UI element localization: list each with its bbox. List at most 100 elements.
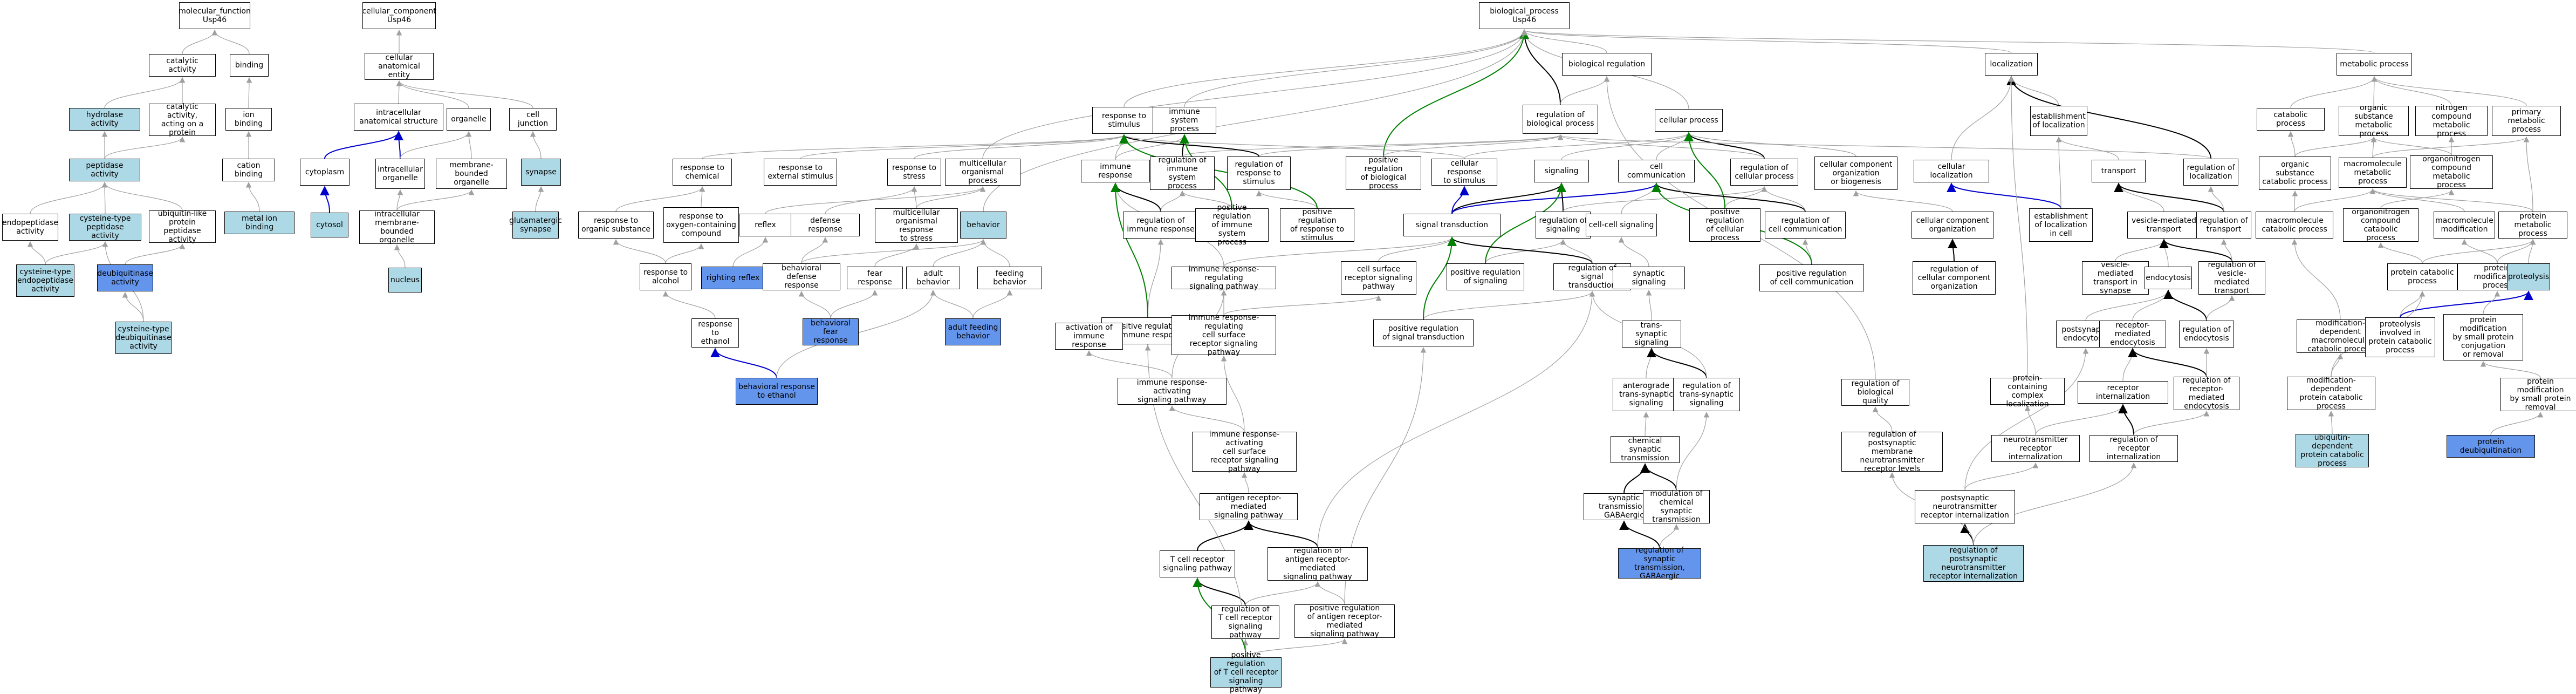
go-term-node-csrsp[interactable]: cell surface receptor signaling pathway [1341, 261, 1416, 295]
go-term-node-roc[interactable]: response to organic substance [578, 212, 654, 239]
go-term-node-catprot[interactable]: catalytic activity, acting on a protein [149, 103, 216, 137]
go-term-node-pep[interactable]: peptidase activity [69, 159, 140, 181]
go-term-node-endo[interactable]: endopeptidase activity [2, 214, 58, 241]
go-term-node-nuc[interactable]: nucleus [388, 268, 422, 292]
go-term-node-rir[interactable]: regulation of immune response [1123, 212, 1198, 239]
go-term-node-hyd[interactable]: hydrolase activity [69, 108, 140, 131]
go-term-node-occp[interactable]: organonitrogen compound catabolic proces… [2343, 208, 2419, 242]
go-term-node-rtransp[interactable]: regulation of transport [2196, 212, 2251, 239]
go-term-node-ncmp[interactable]: nitrogen compound metabolic process [2415, 104, 2488, 138]
go-term-node-metal[interactable]: metal ion binding [224, 212, 294, 234]
go-term-node-pccl[interactable]: protein-containing complex localization [1990, 374, 2065, 409]
go-term-node-cytosol[interactable]: cytosol [311, 213, 348, 237]
go-term-node-rext[interactable]: response to external stimulus [764, 159, 837, 186]
go-term-node-rrs[interactable]: regulation of response to stimulus [1227, 157, 1291, 190]
go-term-node-ppnri[interactable]: postsynaptic neurotransmitter receptor i… [1915, 490, 2015, 523]
go-term-node-adultb[interactable]: adult behavior [906, 267, 960, 289]
go-term-node-actir[interactable]: activation of immune response [1055, 323, 1123, 350]
go-term-node-ionb[interactable]: ion binding [225, 108, 272, 131]
go-term-node-rvmt[interactable]: regulation of vesicle-mediated transport [2198, 261, 2265, 295]
go-term-node-local[interactable]: localization [1985, 53, 2038, 76]
go-term-node-prst[interactable]: positive regulation of signal transducti… [1373, 319, 1474, 346]
go-term-node-behav[interactable]: behavior [960, 212, 1006, 239]
go-term-node-bp[interactable]: biological_process Usp46 [1479, 2, 1570, 29]
go-term-node-rcp[interactable]: regulation of cellular process [1730, 159, 1798, 186]
go-term-node-fear[interactable]: fear response [847, 267, 903, 289]
go-term-node-vmt[interactable]: vesicle-mediated transport [2127, 212, 2201, 239]
go-term-node-prbp[interactable]: positive regulation of biological proces… [1346, 156, 1421, 190]
go-term-node-cco[interactable]: cellular component organization [1912, 212, 1993, 239]
go-term-node-iracs[interactable]: immune response-activating cell surface … [1192, 430, 1297, 473]
go-term-node-prsig[interactable]: positive regulation of signaling [1447, 263, 1524, 290]
go-term-node-psmpc[interactable]: proteolysis involved in protein cataboli… [2365, 317, 2435, 357]
go-term-node-glut[interactable]: glutamatergic synapse [509, 212, 562, 239]
go-term-node-ubl[interactable]: ubiquitin-like protein peptidase activit… [149, 209, 216, 244]
go-term-node-rri[interactable]: regulation of receptor internalization [2089, 435, 2178, 462]
go-term-node-eslc[interactable]: establishment of localization in cell [2029, 208, 2093, 242]
go-term-node-tcrsp[interactable]: T cell receptor signaling pathway [1160, 550, 1235, 577]
go-term-node-vmtsyn[interactable]: vesicle-mediated transport in synapse [2082, 261, 2149, 295]
go-term-node-celj[interactable]: cell junction [509, 108, 557, 131]
go-term-node-estl[interactable]: establishment of localization [2030, 106, 2087, 136]
go-term-node-cae[interactable]: cellular anatomical entity [365, 53, 434, 80]
go-term-node-mf[interactable]: molecular_function Usp46 [179, 2, 251, 29]
go-term-node-transsyn[interactable]: trans-synaptic signaling [1622, 321, 1681, 348]
go-term-node-irasp[interactable]: immune response-activating signaling pat… [1118, 378, 1227, 405]
go-term-node-catb[interactable]: cation binding [222, 159, 275, 181]
go-term-node-prarsp[interactable]: positive regulation of antigen receptor-… [1294, 604, 1395, 638]
go-term-node-pdub[interactable]: protein deubiquitination [2447, 435, 2535, 458]
go-term-node-rstress[interactable]: response to stress [887, 159, 941, 186]
go-term-node-st[interactable]: signal transduction [1403, 214, 1501, 236]
go-term-node-bdr[interactable]: behavioral defense response [763, 263, 840, 290]
go-term-node-metab[interactable]: metabolic process [2337, 53, 2412, 76]
go-term-node-pmp[interactable]: primary metabolic process [2492, 106, 2561, 136]
go-term-node-bind[interactable]: binding [230, 54, 269, 77]
go-term-node-pmsmr[interactable]: protein modification by small protein re… [2500, 377, 2576, 412]
go-term-node-nri[interactable]: neurotransmitter receptor internalizatio… [1991, 435, 2080, 462]
go-term-node-endocyt[interactable]: endocytosis [2145, 267, 2192, 289]
go-term-node-sig[interactable]: signaling [1534, 160, 1589, 182]
go-term-node-cc[interactable]: cellular_component Usp46 [362, 2, 436, 29]
go-term-node-irrcs[interactable]: immune response-regulating cell surface … [1171, 314, 1276, 357]
go-term-node-rrme[interactable]: regulation of receptor-mediated endocyto… [2174, 376, 2239, 411]
go-term-node-cysp[interactable]: cysteine-type peptidase activity [69, 214, 141, 241]
go-term-node-protmp[interactable]: protein metabolic process [2498, 212, 2567, 239]
go-term-node-prcp[interactable]: positive regulation of cellular process [1689, 208, 1760, 242]
go-term-node-deub[interactable]: deubiquitinase activity [97, 264, 153, 291]
go-term-node-cp[interactable]: cellular process [1655, 109, 1723, 132]
go-term-node-rint[interactable]: receptor internalization [2078, 381, 2168, 404]
go-term-node-reflex[interactable]: reflex [739, 214, 792, 236]
go-term-node-cyto[interactable]: cytoplasm [300, 159, 350, 186]
go-term-node-orgl[interactable]: organelle [447, 108, 491, 131]
go-term-node-rbq[interactable]: regulation of biological quality [1841, 379, 1909, 406]
go-term-node-ir[interactable]: immune response [1081, 160, 1150, 182]
go-term-node-risp[interactable]: regulation of immune system process [1150, 156, 1215, 190]
go-term-node-mop[interactable]: multicellular organismal process [945, 159, 1020, 186]
go-term-node-bre[interactable]: behavioral response to ethanol [736, 378, 818, 405]
go-term-node-rbp[interactable]: regulation of biological process [1523, 105, 1598, 134]
go-term-node-rpnrl[interactable]: regulation of postsynaptic membrane neur… [1841, 430, 1943, 473]
go-term-node-rsig[interactable]: regulation of signaling [1536, 212, 1591, 239]
go-term-node-rchem[interactable]: response to chemical [673, 159, 732, 186]
go-term-node-pmsmp[interactable]: protein modification by small protein co… [2443, 314, 2523, 360]
go-term-node-prisp[interactable]: positive regulation of immune system pro… [1195, 203, 1269, 247]
go-term-node-defr[interactable]: defense response [791, 214, 860, 236]
go-term-node-maccat[interactable]: macromolecule catabolic process [2256, 212, 2333, 239]
go-term-node-prcc[interactable]: positive regulation of cell communicatio… [1759, 264, 1864, 291]
go-term-node-rstgaba[interactable]: regulation of synaptic transmission, GAB… [1618, 546, 1701, 581]
go-term-node-rethanol[interactable]: response to ethanol [691, 318, 739, 348]
go-term-node-synsig[interactable]: synaptic signaling [1613, 267, 1685, 289]
go-term-node-syn[interactable]: synapse [521, 159, 561, 186]
go-term-node-cysd[interactable]: cysteine-type deubiquitinase activity [115, 322, 172, 354]
go-term-node-rmendo[interactable]: receptor-mediated endocytosis [2099, 321, 2166, 348]
go-term-node-ccom[interactable]: cell communication [1618, 160, 1695, 182]
go-term-node-rcc[interactable]: regulation of cell communication [1765, 212, 1846, 239]
go-term-node-osmp[interactable]: organic substance metabolic process [2339, 104, 2409, 138]
go-term-node-rloc[interactable]: regulation of localization [2183, 159, 2238, 186]
go-term-node-bio_reg[interactable]: biological regulation [1562, 53, 1652, 76]
go-term-node-oncmp[interactable]: organonitrogen compound metabolic proces… [2410, 155, 2493, 189]
go-term-node-feedb[interactable]: feeding behavior [977, 267, 1042, 289]
go-term-node-macmp[interactable]: macromolecule metabolic process [2339, 158, 2407, 188]
go-term-node-transp[interactable]: transport [2092, 160, 2146, 182]
go-term-node-isp[interactable]: immune system process [1153, 107, 1216, 134]
